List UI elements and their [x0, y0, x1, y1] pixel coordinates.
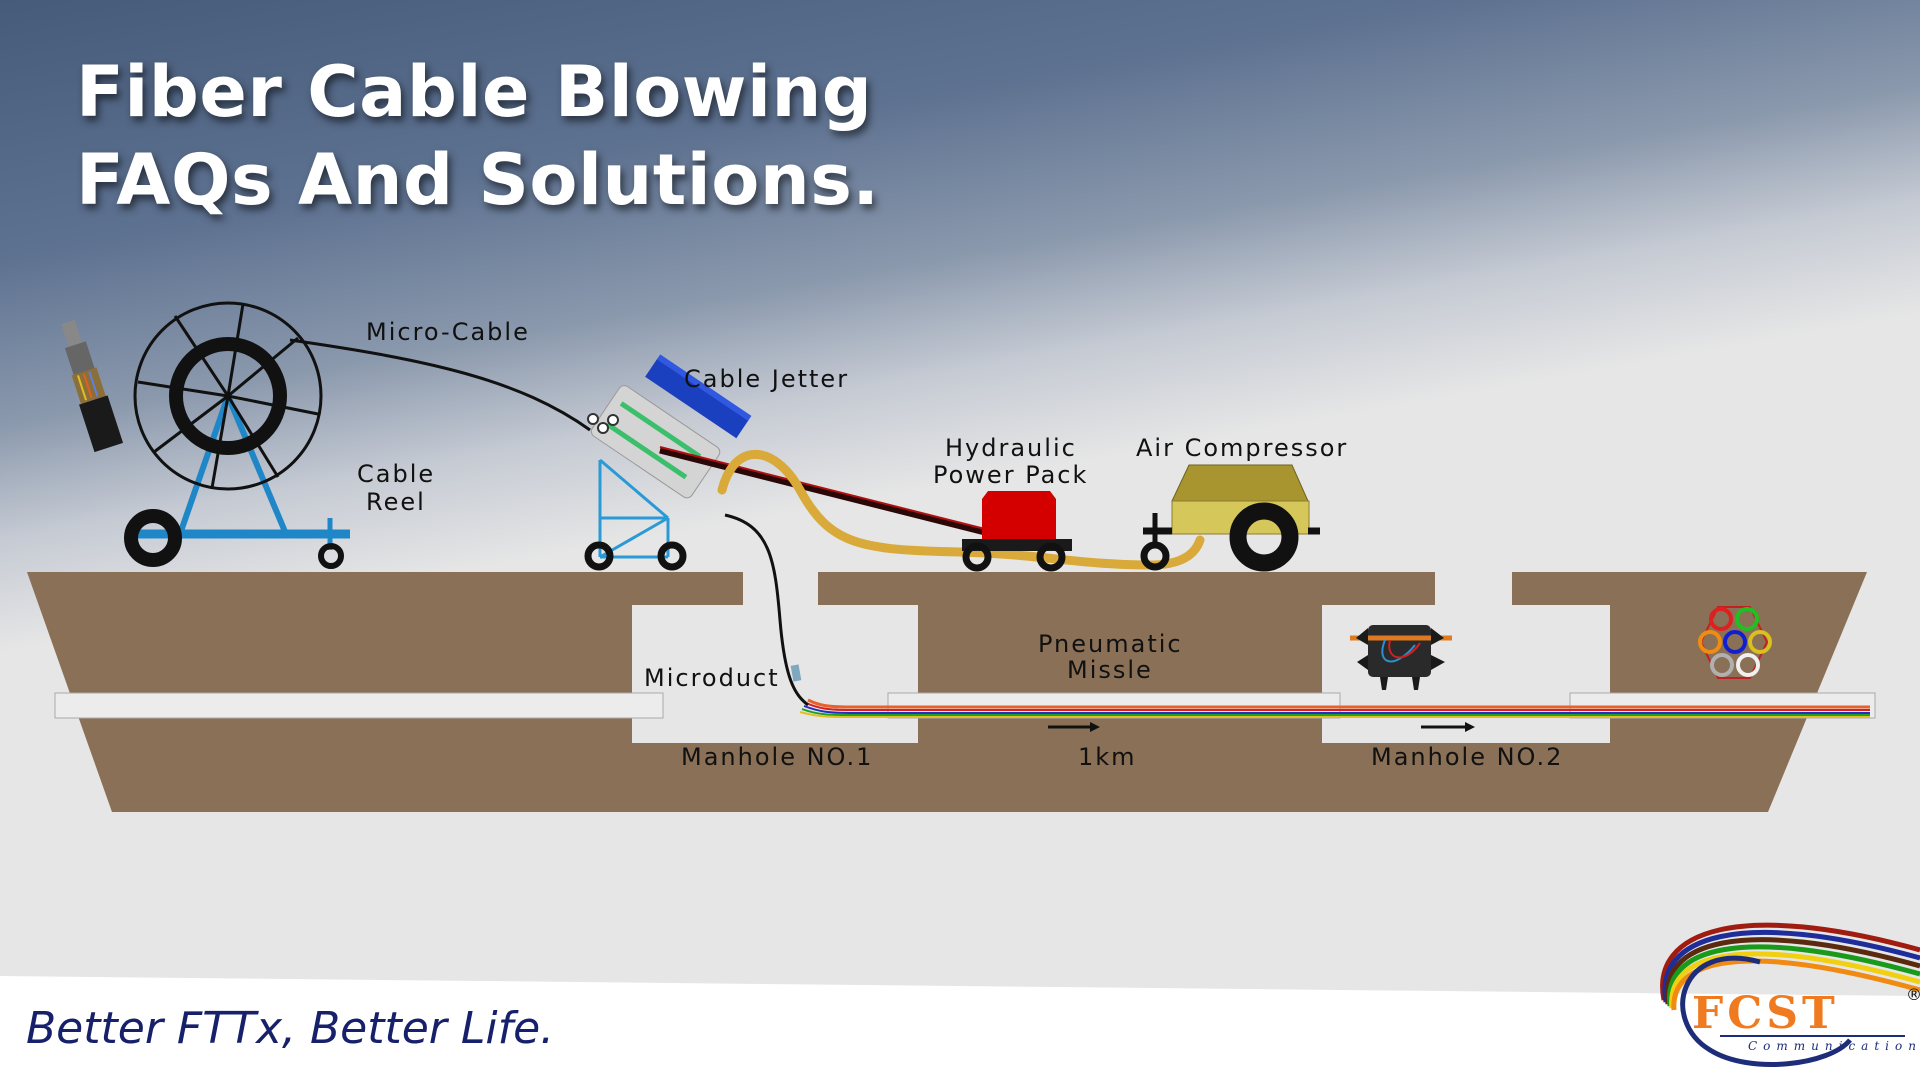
air-compressor: [1140, 464, 1320, 572]
footer-tagline: Better FTTx, Better Life.: [26, 1003, 555, 1054]
logo-name: FCST: [1692, 988, 1839, 1039]
label-manhole-1: Manhole NO.1: [681, 743, 873, 771]
duct-coupler: [790, 664, 802, 682]
microduct-tube: [1735, 607, 1759, 631]
splice-closure-icon: [1350, 625, 1452, 690]
microduct-tube: [1698, 630, 1722, 654]
ground: [27, 572, 1867, 812]
direction-arrow-2: [1421, 722, 1475, 732]
label-cable-reel-line1: Cable: [357, 460, 435, 488]
label-micro-cable: Micro-Cable: [366, 318, 530, 346]
microduct-tube: [1710, 653, 1734, 677]
fcst-logo: FCST Communication ®: [1660, 922, 1920, 1067]
direction-arrow-1: [1048, 722, 1100, 732]
logo-subtitle: Communication: [1748, 1039, 1920, 1053]
label-hydraulic-line2: Power Pack: [933, 461, 1088, 489]
cable-cross-section-icon: [61, 319, 124, 453]
microduct-tube: [1748, 630, 1772, 654]
label-manhole-2: Manhole NO.2: [1371, 743, 1563, 771]
logo-registered-mark: ®: [1906, 985, 1920, 1004]
label-air-compressor: Air Compressor: [1136, 434, 1348, 462]
label-cable-reel-line2: Reel: [366, 488, 426, 516]
page-title: Fiber Cable Blowing FAQs And Solutions.: [76, 48, 879, 224]
micro-cable-line: [289, 338, 591, 432]
cable-reel: [124, 301, 350, 569]
label-pneumatic-line2: Missle: [1067, 656, 1153, 684]
label-microduct: Microduct: [644, 664, 780, 692]
label-cable-jetter: Cable Jetter: [684, 365, 849, 393]
label-hydraulic-line1: Hydraulic: [945, 434, 1077, 462]
label-distance: 1km: [1078, 743, 1137, 771]
cable-bundle: [799, 698, 1870, 718]
reel-wheel-small: [318, 543, 344, 569]
hydraulic-hose: [659, 446, 986, 536]
label-pneumatic-line1: Pneumatic: [1038, 630, 1183, 658]
duct-segment-left: [54, 692, 664, 719]
title-line-1: Fiber Cable Blowing: [76, 51, 873, 133]
ground-left-section: [27, 572, 1867, 812]
microduct-feed-line: [724, 513, 809, 707]
microduct-tube: [1723, 630, 1747, 654]
cable-jetter: [584, 354, 752, 571]
footer-band: [0, 976, 1920, 1081]
hydraulic-power-pack: [962, 491, 1072, 572]
microduct-bundle-icon: [1698, 606, 1772, 679]
microduct-tube: [1709, 607, 1733, 631]
microduct-tube: [1736, 653, 1760, 677]
title-line-2: FAQs And Solutions.: [76, 139, 880, 221]
rainbow-swoosh-icon: [1660, 922, 1920, 1011]
reel-wheel-large: [124, 509, 182, 567]
logo-ring-icon: [1680, 955, 1852, 1067]
